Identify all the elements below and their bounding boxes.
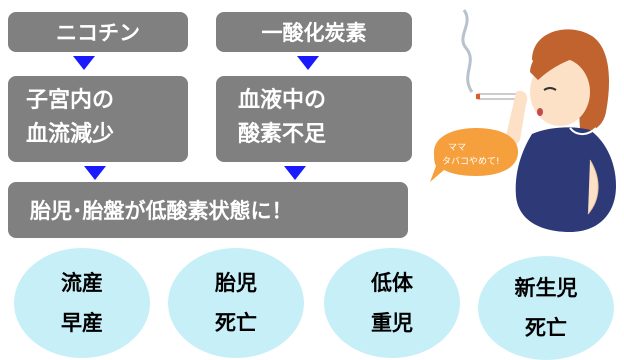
outcome-neonatal-death-circle: 新生児 死亡 (478, 256, 614, 360)
pregnant-smoker-illustration: ママ タバコやめて! (430, 9, 616, 232)
arrow-blood-flow-to-result (84, 166, 106, 180)
cigarette-icon (477, 93, 519, 100)
outcome-neonatal-death-line2: 死亡 (525, 316, 567, 340)
outcome-fetal-death-line2: 死亡 (215, 311, 257, 335)
arrow-co-to-oxygen (297, 56, 319, 70)
outcome-neonatal-death-line1: 新生児 (514, 276, 578, 300)
arrow-nicotine-to-blood-flow (73, 56, 95, 70)
outcome-low-birth-weight-circle: 低体 重児 (324, 248, 460, 358)
hypoxia-result-box: 胎児･胎盤が低酸素状態に！ (8, 182, 408, 238)
outcome-fetal-death-circle: 胎児 死亡 (168, 248, 304, 358)
speech-bubble: ママ タバコやめて! (430, 128, 518, 182)
outcome-low-birth-weight-line1: 低体 (371, 271, 413, 295)
outcome-miscarriage-line2: 早産 (61, 311, 103, 335)
nicotine-box: ニコチン (8, 12, 188, 52)
uterine-blood-flow-line2: 血流減少 (26, 122, 115, 147)
oxygen-shortage-line2: 酸素不足 (238, 122, 327, 147)
nicotine-label: ニコチン (56, 21, 140, 45)
speech-bubble-line2: タバコやめて! (442, 156, 500, 167)
oxygen-shortage-line1: 血液中の (238, 88, 327, 113)
speech-bubble-line1: ママ (448, 143, 466, 153)
uterine-blood-flow-line1: 子宮内の (26, 88, 115, 113)
outcome-miscarriage-line1: 流産 (61, 271, 103, 295)
oxygen-shortage-box: 血液中の 酸素不足 (216, 76, 412, 162)
carbon-monoxide-label: 一酸化炭素 (261, 21, 367, 45)
arrow-oxygen-to-result (284, 166, 306, 180)
uterine-blood-flow-box: 子宮内の 血流減少 (8, 76, 188, 162)
hypoxia-result-label: 胎児･胎盤が低酸素状態に！ (30, 199, 293, 223)
outcome-low-birth-weight-line2: 重児 (371, 311, 413, 335)
dress-icon (515, 127, 616, 232)
carbon-monoxide-box: 一酸化炭素 (216, 12, 412, 52)
smoke-icon (461, 9, 474, 93)
outcome-fetal-death-line1: 胎児 (215, 271, 257, 295)
outcome-miscarriage-circle: 流産 早産 (14, 248, 150, 358)
face-icon (530, 58, 590, 126)
